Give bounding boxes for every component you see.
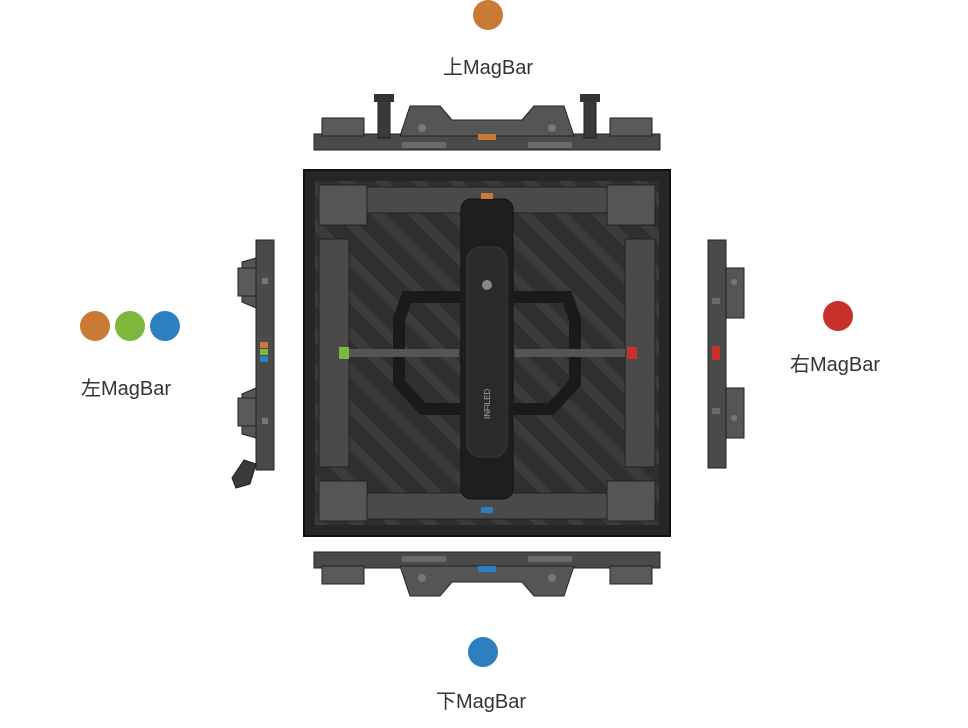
top-magbar-marker-icon bbox=[473, 0, 503, 30]
panel-brand-label: INFiLED bbox=[483, 389, 492, 419]
bottom-magbar-marker-icon bbox=[468, 637, 498, 667]
right-magbar bbox=[707, 239, 745, 469]
led-cabinet-panel: INFiLED bbox=[303, 169, 671, 537]
right-magbar-marker-icon bbox=[823, 301, 853, 331]
left-magbar bbox=[231, 239, 275, 489]
right-magbar-label: 右MagBar bbox=[790, 354, 881, 376]
top-magbar bbox=[313, 94, 661, 151]
bottom-magbar-label: 下MagBar bbox=[436, 691, 527, 713]
left-magbar-label: 左MagBar bbox=[81, 378, 172, 400]
bottom-magbar bbox=[313, 551, 661, 597]
left-magbar-marker-orange-icon bbox=[80, 311, 110, 341]
left-magbar-marker-blue-icon bbox=[150, 311, 180, 341]
top-magbar-label: 上MagBar bbox=[443, 57, 534, 79]
left-magbar-marker-green-icon bbox=[115, 311, 145, 341]
